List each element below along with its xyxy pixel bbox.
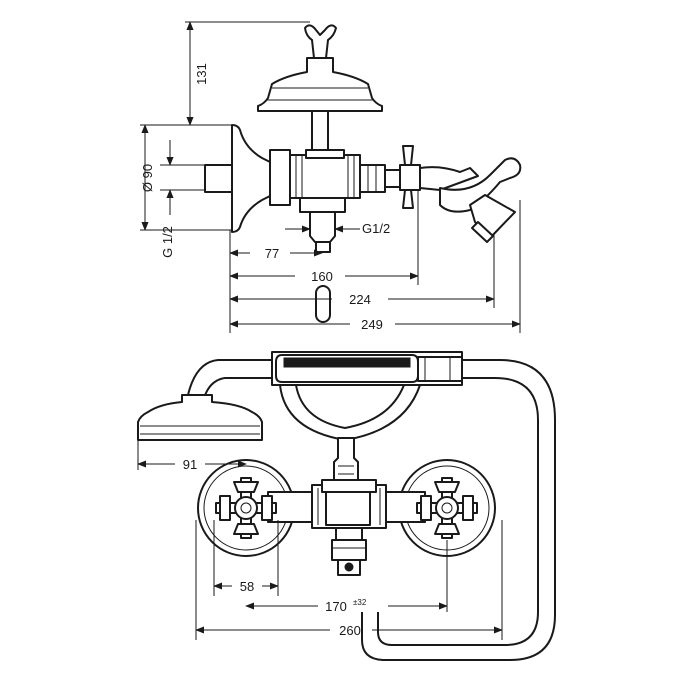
side-spout xyxy=(309,211,336,323)
side-cross-handle xyxy=(384,145,479,209)
side-handshower-holder xyxy=(439,157,522,243)
front-right-cross-handle xyxy=(416,477,478,539)
dim-g12-label: G1/2 xyxy=(362,221,390,236)
dim-224-label: 224 xyxy=(349,292,371,307)
side-view: 131 Ø 90 G 1/2 G1/2 77 160 xyxy=(140,21,522,333)
dim-260-label: 260 xyxy=(339,623,361,638)
front-spout xyxy=(331,539,367,576)
side-wall-flange xyxy=(204,124,291,233)
side-mixer-body xyxy=(289,149,386,213)
front-handshower xyxy=(271,351,463,442)
dim-249-label: 249 xyxy=(361,317,383,332)
dim-g12-vertical-label: G 1/2 xyxy=(160,226,175,258)
dim-160-label: 160 xyxy=(311,269,333,284)
dim-77-label: 77 xyxy=(265,246,279,261)
front-mixer-body xyxy=(311,479,387,541)
dim-131-label: 131 xyxy=(194,63,209,85)
front-center-column xyxy=(333,437,359,485)
dim-170-tolerance: ±32 xyxy=(353,598,367,607)
front-left-cross-handle xyxy=(215,477,277,539)
dim-dia90-label: Ø 90 xyxy=(140,164,155,192)
dim-58-label: 58 xyxy=(240,579,254,594)
dim-91-label: 91 xyxy=(183,457,197,472)
front-view: 91 58 170 ±32 260 xyxy=(137,351,556,661)
front-shower-head xyxy=(137,394,263,441)
side-shower-head xyxy=(257,24,383,151)
dim-170-label: 170 xyxy=(325,599,347,614)
